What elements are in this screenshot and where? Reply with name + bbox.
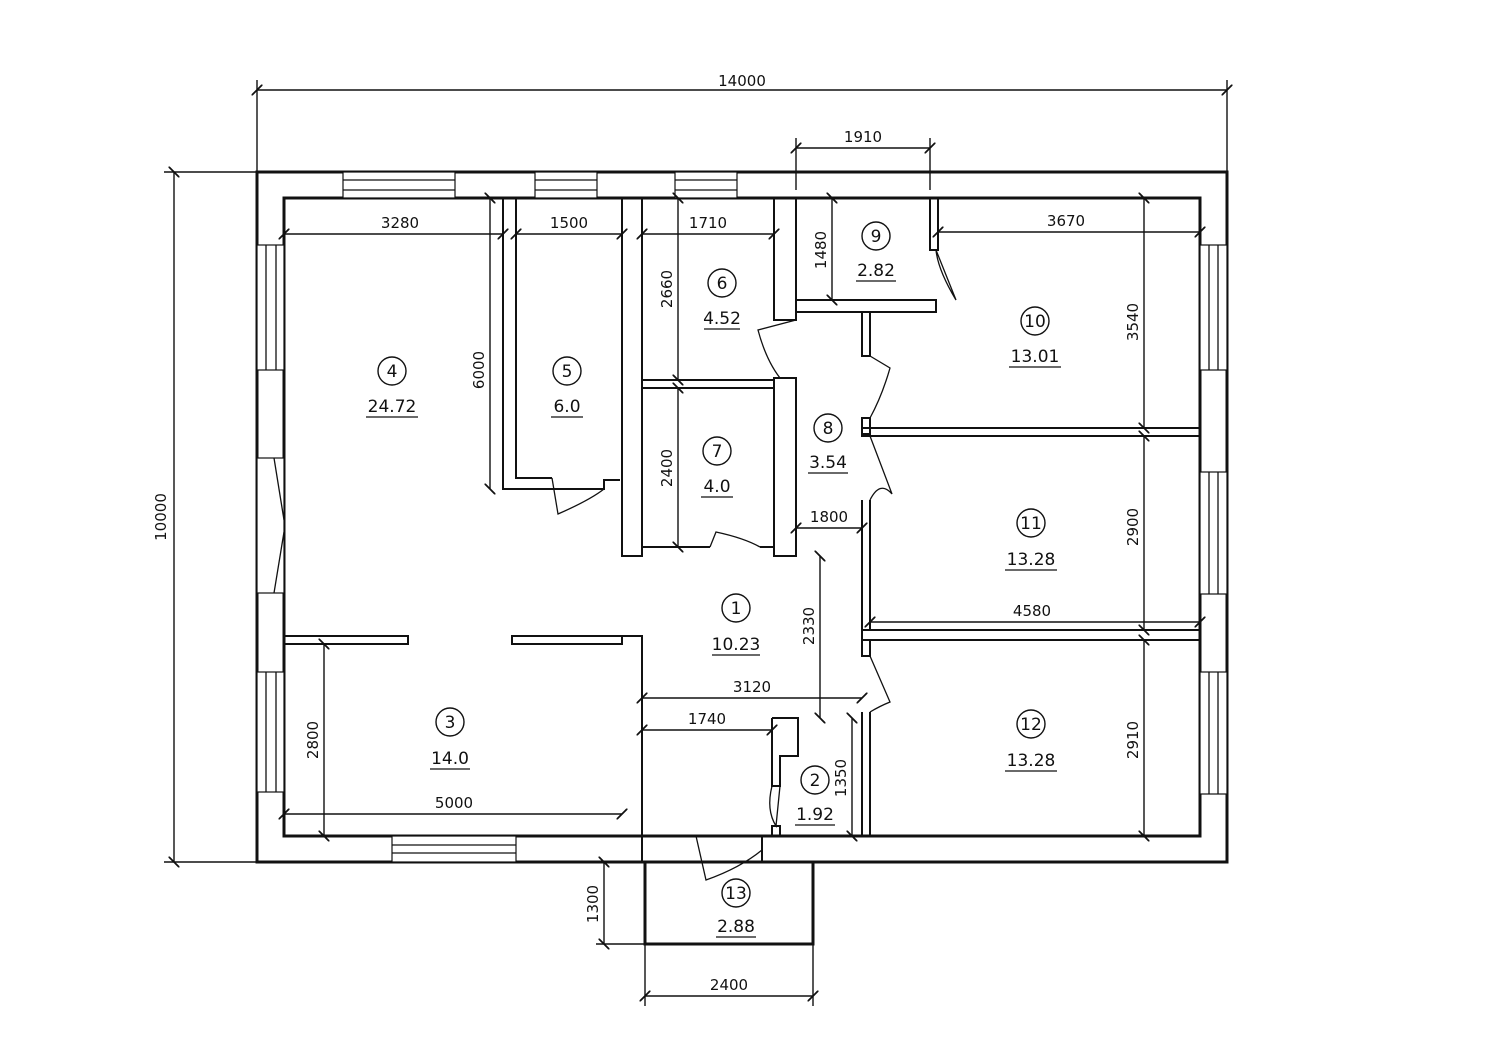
door-room-11 [869,435,893,501]
window-right-1 [1199,244,1228,371]
room-number: 1 [731,599,742,619]
room-12-label: 12 13.28 [1005,709,1057,772]
dimension-lines [164,80,1227,1006]
room-area: 13.28 [1007,550,1056,570]
dim-6000: 6000 [470,351,488,389]
window-left-3 [256,671,285,793]
room-area: 3.54 [809,453,847,473]
room-13-label: 13 2.88 [716,878,756,938]
room-area: 4.52 [703,309,741,329]
door-entry [695,835,763,881]
room-9-label: 9 2.82 [856,221,896,282]
room-10-label: 10 13.01 [1009,306,1061,368]
dim-3670: 3670 [1047,212,1085,230]
dim-1710: 1710 [689,214,727,232]
room-number: 12 [1020,715,1042,735]
dim-1350: 1350 [832,759,850,797]
room-3-label: 3 14.0 [430,707,470,770]
outer-walls [255,170,1229,864]
dim-1910: 1910 [844,128,882,146]
room-number: 11 [1020,514,1042,534]
dim-2400-vertical: 2400 [658,449,676,487]
room-number: 2 [810,771,821,791]
dim-1500: 1500 [550,214,588,232]
door-room-6 [757,319,797,379]
room-area: 2.88 [717,917,755,937]
dim-overall-height: 10000 [152,493,170,541]
door-room-10 [869,355,891,419]
room-number: 4 [387,362,398,382]
dim-5000: 5000 [435,794,473,812]
room-number: 8 [823,419,834,439]
dim-4580: 4580 [1013,602,1051,620]
room-11-label: 11 13.28 [1005,508,1057,571]
room-area: 14.0 [431,749,469,769]
dim-2660: 2660 [658,270,676,308]
window-left-1 [256,244,285,371]
room-area: 4.0 [703,477,730,497]
door-room-12 [869,655,891,713]
room-area: 2.82 [857,261,895,281]
dim-3540: 3540 [1124,303,1142,341]
window-left-2 [256,457,285,594]
dimension-labels: 14000 10000 1910 3280 1500 1710 3670 148… [152,72,1142,994]
room-area: 24.72 [368,397,417,417]
door-room-7 [709,531,761,548]
window-top-1 [342,171,456,199]
dim-3280: 3280 [381,214,419,232]
door-room-2 [769,785,781,828]
room-labels: 1 10.23 2 1.92 3 14.0 4 24.72 5 [366,221,1061,938]
dim-2400-horizontal: 2400 [710,976,748,994]
room-number: 5 [562,362,573,382]
window-right-3 [1199,671,1228,795]
room-7-label: 7 4.0 [701,436,733,498]
dim-overall-width: 14000 [718,72,766,90]
room-number: 9 [871,227,882,247]
dim-1480: 1480 [812,231,830,269]
room-number: 7 [712,442,723,462]
dim-1800: 1800 [810,508,848,526]
dim-1740: 1740 [688,710,726,728]
doors [273,249,957,881]
window-top-3 [674,171,738,199]
door-room-9 [935,249,957,301]
dim-1300: 1300 [584,885,602,923]
dim-2330: 2330 [800,607,818,645]
room-number: 10 [1024,312,1046,332]
window-right-2 [1199,471,1228,595]
window-top-2 [534,171,598,199]
dim-2910: 2910 [1124,721,1142,759]
dim-2900: 2900 [1124,508,1142,546]
room-area: 13.01 [1011,347,1060,367]
room-8-label: 8 3.54 [808,413,848,474]
room-number: 13 [725,884,747,904]
inner-walls [283,197,1201,946]
window-bottom [391,835,517,863]
room-area: 1.92 [796,805,834,825]
door-room-5 [551,477,605,515]
room-6-label: 6 4.52 [703,268,741,330]
room-4-label: 4 24.72 [366,356,418,418]
room-area: 10.23 [712,635,761,655]
room-area: 6.0 [553,397,580,417]
room-number: 6 [717,274,728,294]
room-number: 3 [445,713,456,733]
room-2-label: 2 1.92 [795,765,835,826]
dim-2800: 2800 [304,721,322,759]
room-area: 13.28 [1007,751,1056,771]
windows [256,171,1228,863]
room-5-label: 5 6.0 [551,356,583,418]
dim-3120: 3120 [733,678,771,696]
room-1-label: 1 10.23 [712,593,761,656]
